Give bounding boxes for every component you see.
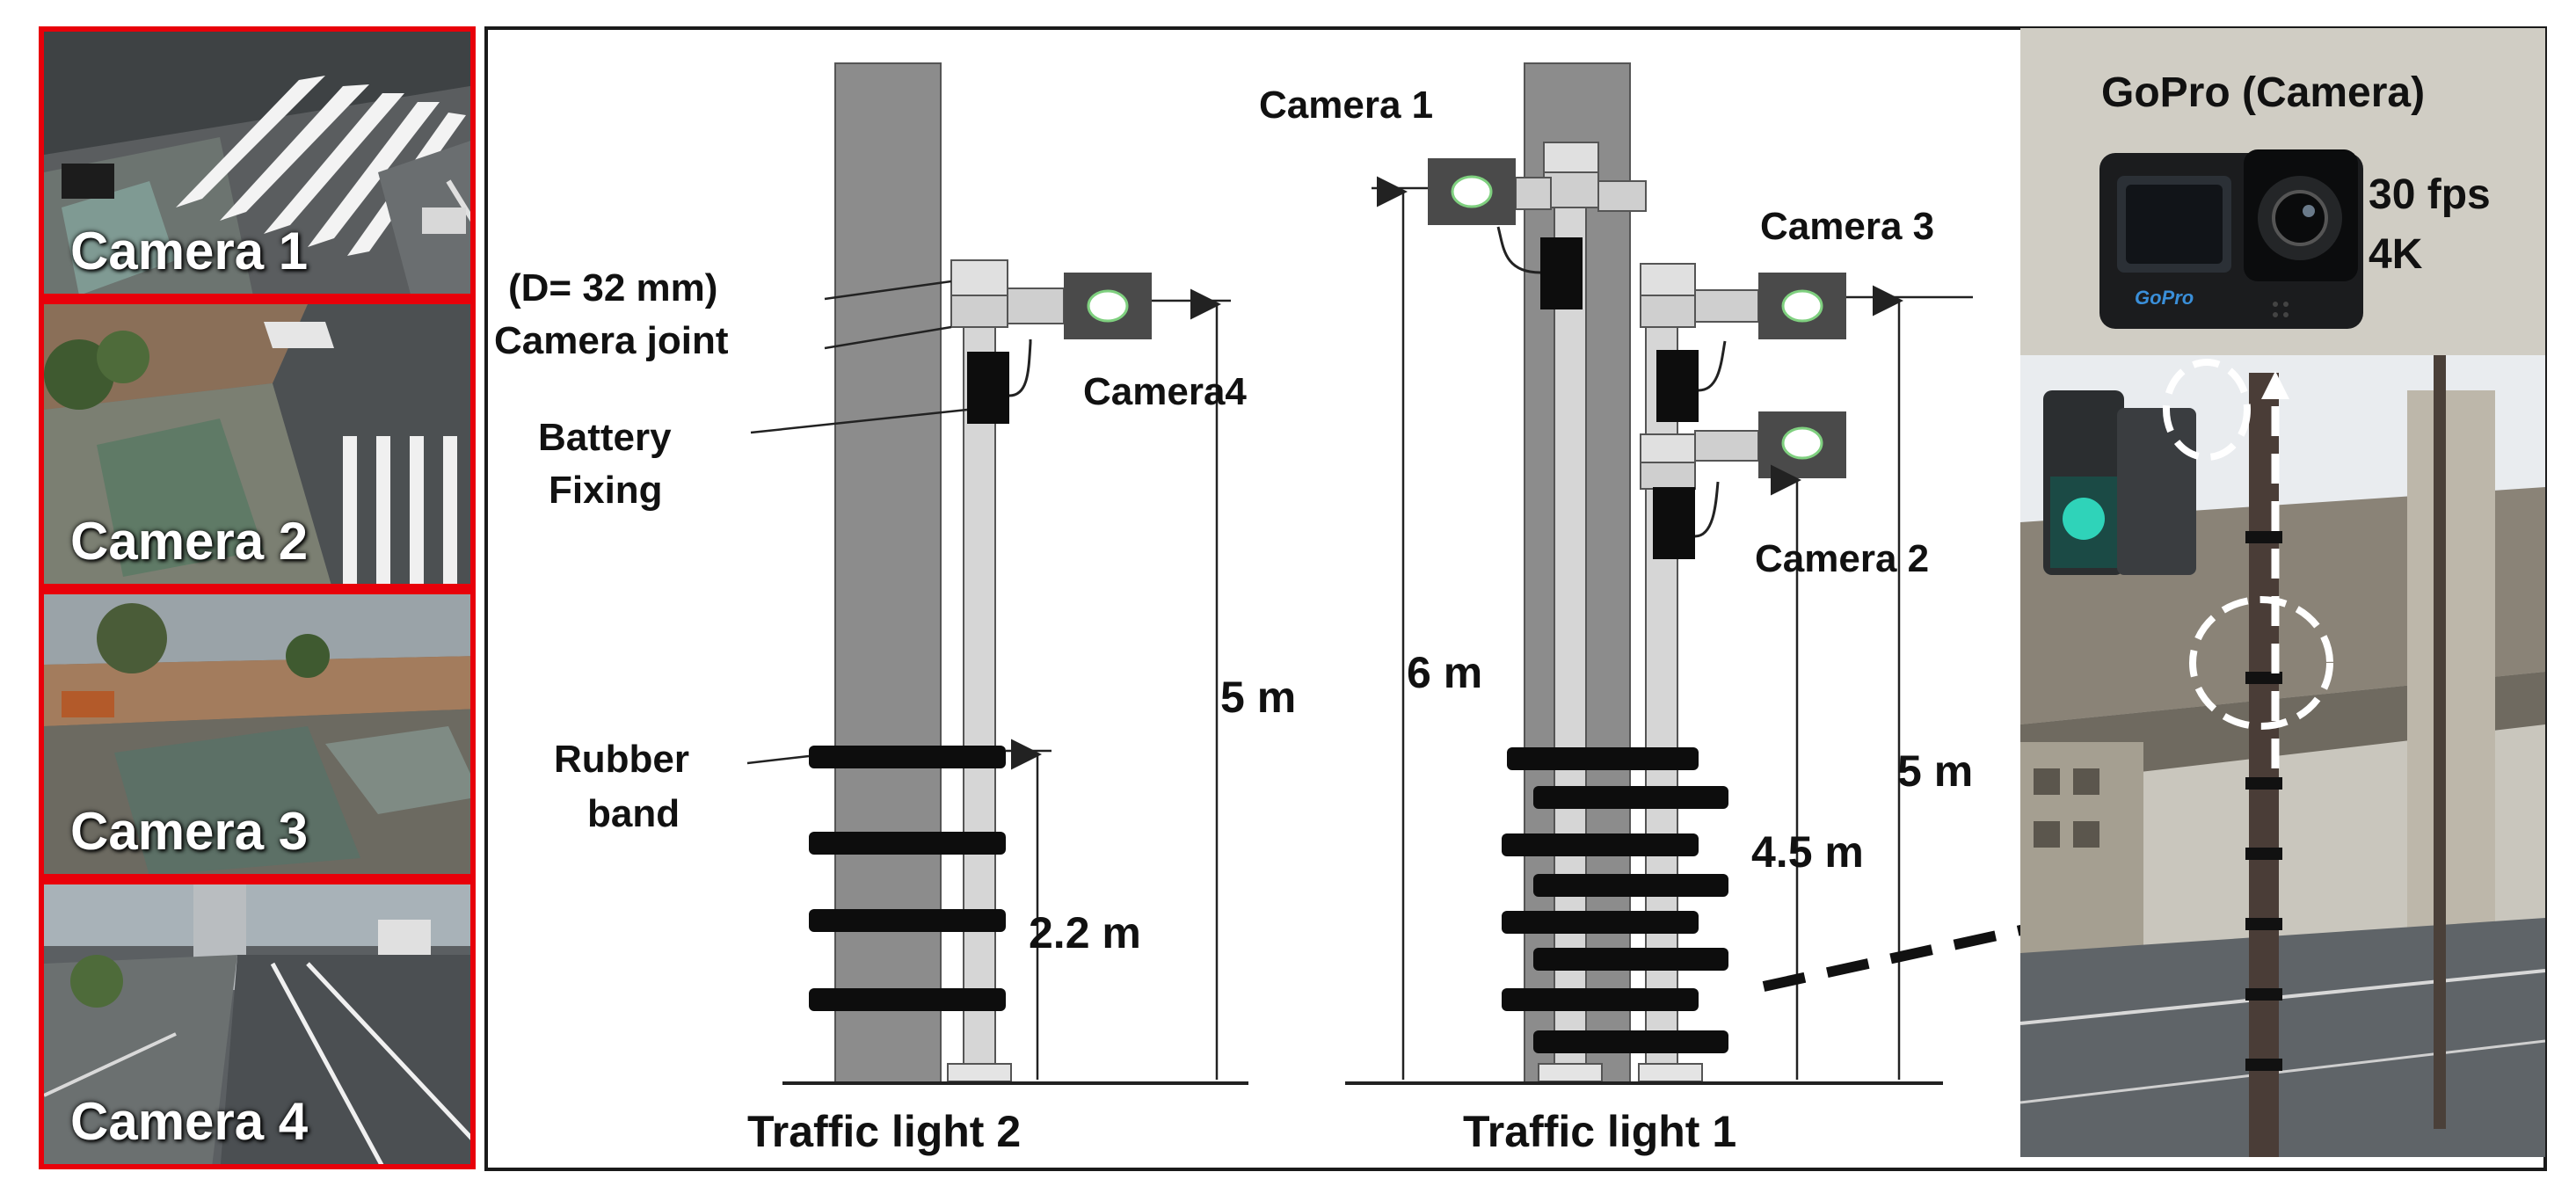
camera-3-label: Camera 3 (70, 802, 309, 861)
battery-cable (1008, 339, 1032, 397)
camera-3-scene (44, 594, 470, 874)
camera-2-scene (44, 304, 470, 584)
camera3-label: Camera 3 (1760, 205, 1935, 248)
rubber-leader (746, 754, 810, 765)
traffic-light-2 (746, 62, 1248, 1085)
height-2-2m-label: 2.2 m (1029, 908, 1141, 957)
camera-4-label: Camera 4 (70, 1092, 309, 1151)
gopro-logo-text: GoPro (2135, 287, 2194, 309)
battery-box (967, 352, 1009, 424)
camera-1-lens (1451, 175, 1493, 208)
dashed-pointer-line (1762, 886, 2200, 992)
traffic-light-2-base (947, 1063, 1012, 1082)
rubber-band (809, 832, 1006, 855)
camera-1-label: Camera 1 (70, 222, 309, 280)
joint-leader (824, 325, 952, 350)
camera-4-scene (44, 884, 470, 1164)
camera4-label: Camera4 (1083, 370, 1247, 413)
height-4-5m-label: 4.5 m (1751, 827, 1864, 877)
diagram-frame (484, 26, 2547, 1171)
traffic-light-1 (1345, 62, 1973, 1085)
traffic-light-2-title: Traffic light 2 (747, 1107, 1022, 1156)
rubber-band (809, 909, 1006, 932)
battery-label-line2: Fixing (549, 469, 663, 512)
camera-2-battery (1653, 487, 1695, 559)
camera-1-scene (44, 32, 470, 294)
camera-2-lens (1781, 426, 1823, 460)
camera-4-lens (1087, 289, 1129, 323)
camera-joint-bottom (950, 295, 1008, 328)
gopro-fps-label: 30 fps (2369, 171, 2491, 218)
camera-2-label: Camera 2 (70, 512, 309, 571)
height-5m-label-tl2: 5 m (1220, 673, 1297, 722)
installation-photo (2020, 355, 2545, 1157)
camera-3-battery (1656, 350, 1699, 422)
diameter-label: (D= 32 mm) (508, 266, 718, 309)
rubber-band (809, 746, 1006, 768)
height-6m-label: 6 m (1407, 648, 1483, 697)
camera1-label: Camera 1 (1259, 84, 1434, 127)
rubber-label-line1: Rubber (554, 738, 689, 781)
camera-3-lens (1781, 289, 1823, 323)
gopro-title: GoPro (Camera) (2101, 69, 2426, 116)
diameter-leader (824, 280, 952, 301)
battery-label-line1: Battery (538, 416, 672, 459)
camera-joint-label: Camera joint (494, 319, 729, 362)
camera-1-battery (1540, 237, 1583, 309)
camera-2-thumbnail: Camera 2 (39, 299, 476, 589)
camera-3-thumbnail: Camera 3 (39, 589, 476, 879)
gopro-panel: GoPro (Camera) GoPro 30 fps 4K (2020, 28, 2545, 355)
camera2-label: Camera 2 (1755, 537, 1930, 580)
gopro-resolution-label: 4K (2369, 231, 2423, 278)
battery-leader (750, 408, 968, 434)
camera-joint-top (950, 259, 1008, 296)
rubber-label-line2: band (587, 792, 680, 835)
height-5m-label-tl1: 5 m (1897, 746, 1974, 796)
camera-joint-arm (1007, 288, 1065, 324)
camera-1-thumbnail: Camera 1 (39, 26, 476, 299)
rubber-band (809, 988, 1006, 1011)
gopro-camera-icon: GoPro (2099, 149, 2363, 329)
camera-4-thumbnail: Camera 4 (39, 879, 476, 1169)
traffic-light-1-title: Traffic light 1 (1463, 1107, 1737, 1156)
installation-photo-scene (2020, 355, 2545, 1157)
